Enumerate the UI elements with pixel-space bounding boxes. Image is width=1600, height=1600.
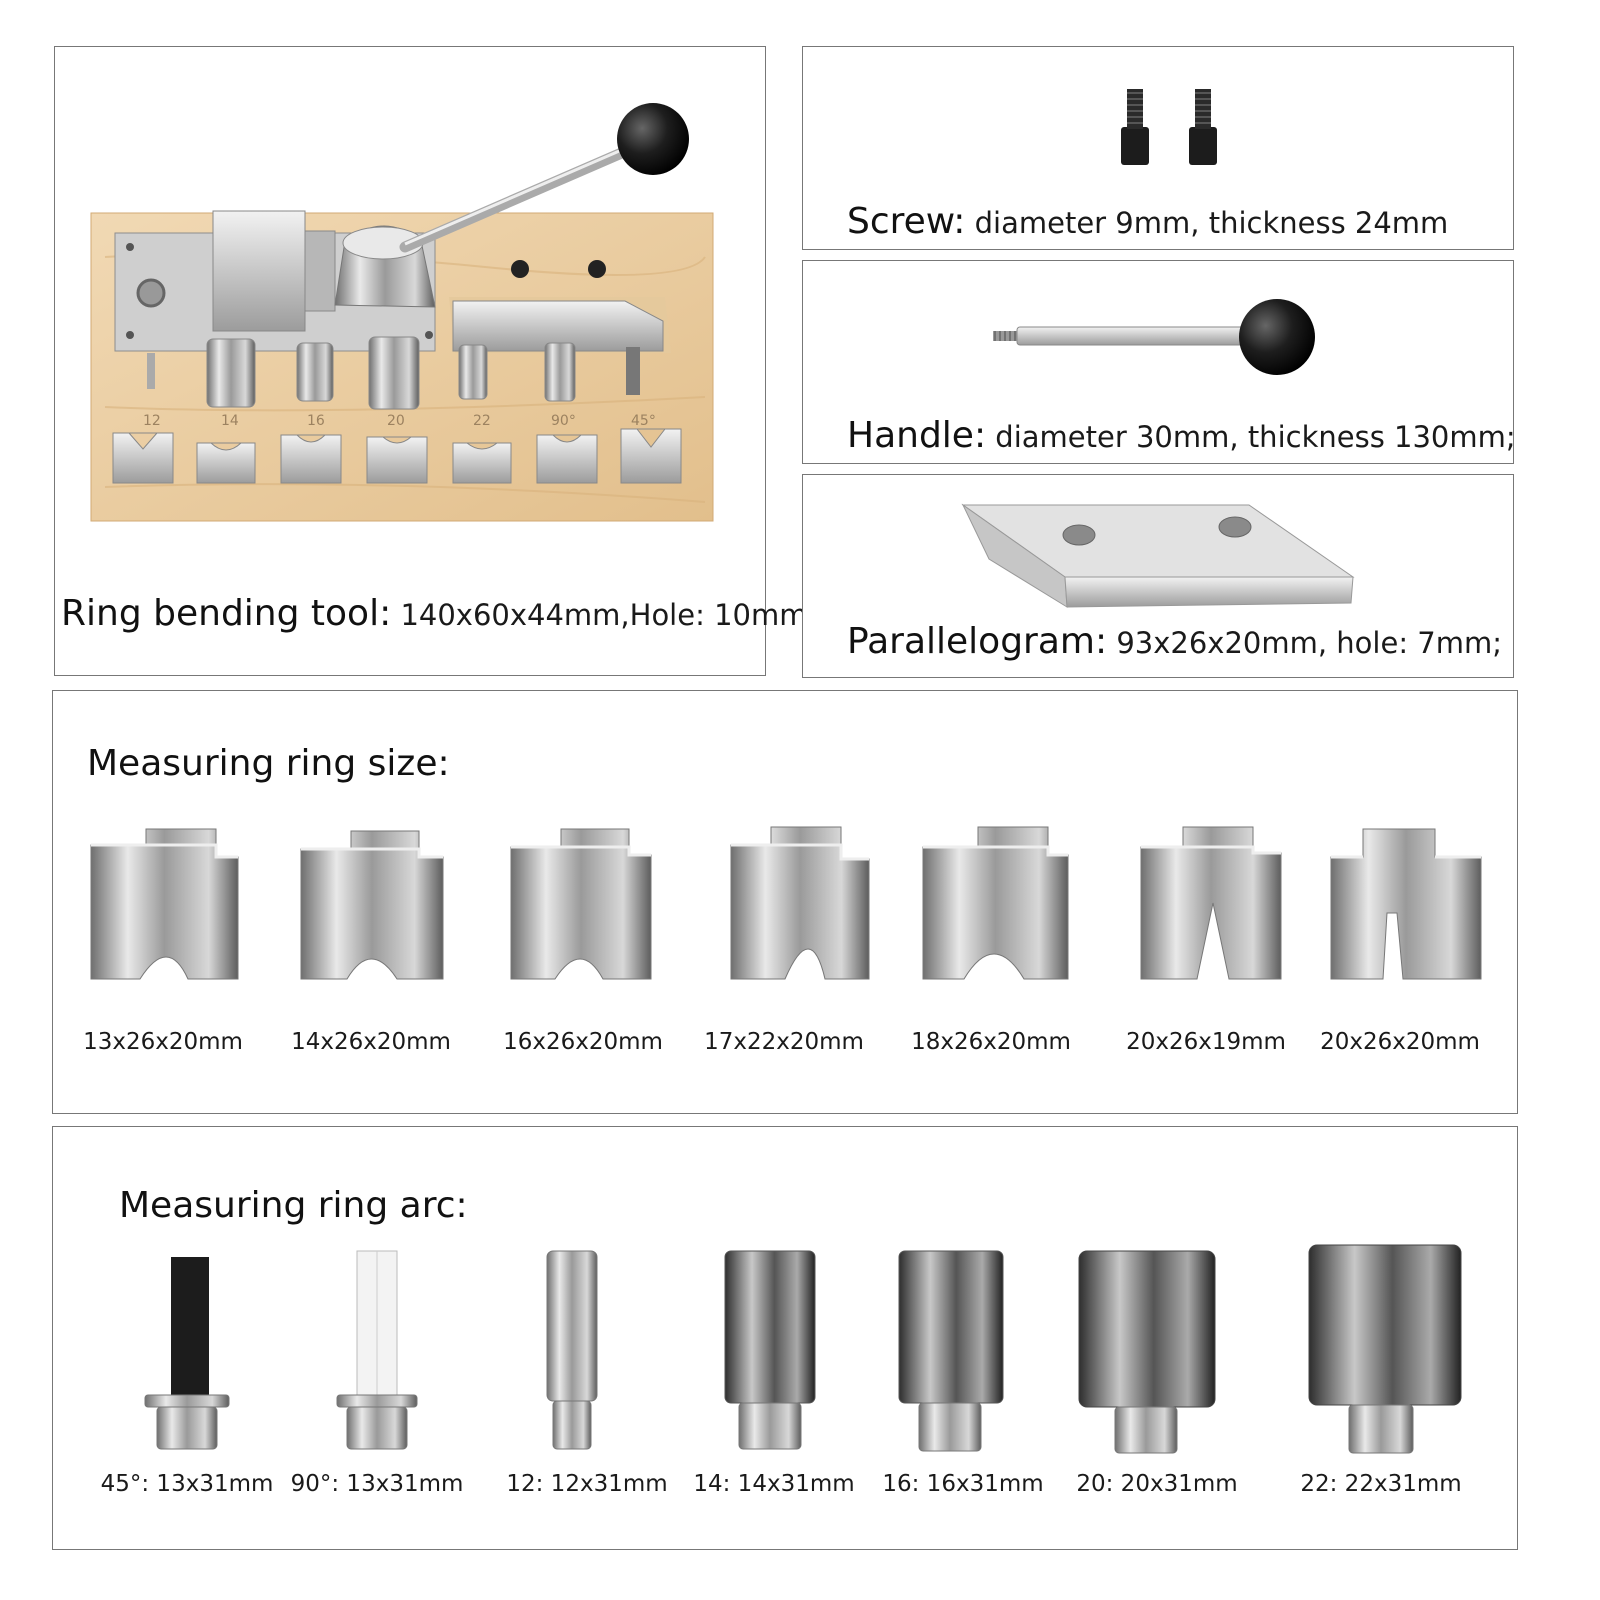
ring-size-block-5 [922, 826, 1069, 980]
parallelogram-spec: 93x26x20mm, hole: 7mm; [1116, 626, 1503, 660]
ring-arc-mandrel-20 [1078, 1250, 1216, 1454]
ring-size-block-3 [510, 828, 652, 980]
ring-size-block-4 [730, 826, 870, 980]
screw-panel: Screw: diameter 9mm, thickness 24mm [802, 46, 1514, 250]
ring-size-block-1 [90, 828, 239, 980]
ring-bending-tool-image: 12 14 16 20 22 90° 45° [90, 103, 714, 522]
board-mark-14: 14 [221, 413, 239, 429]
board-mark-20: 20 [387, 413, 405, 429]
board-mark-16: 16 [307, 413, 325, 429]
ring-arc-label-90: 90°: 13x31mm [290, 1471, 464, 1497]
ring-arc-mandrel-16 [898, 1250, 1004, 1452]
ring-arc-mandrel-14 [724, 1250, 816, 1450]
parallelogram-label: Parallelogram: [847, 621, 1108, 662]
ring-arc-mandrel-12 [546, 1250, 598, 1450]
ring-tool-label: Ring bending tool: [61, 593, 392, 634]
board-mark-12: 12 [143, 413, 161, 429]
handle-spec: diameter 30mm, thickness 130mm; [995, 420, 1516, 454]
ring-arc-mandrel-22 [1308, 1244, 1462, 1454]
handle-caption: Handle: diameter 30mm, thickness 130mm; [847, 415, 1516, 456]
handle-image [993, 299, 1315, 375]
screw-label: Screw: [847, 201, 966, 242]
ring-arc-label-22: 22: 22x31mm [1300, 1471, 1462, 1497]
ring-arc-title: Measuring ring arc: [119, 1185, 468, 1226]
ring-size-label-2: 14x26x20mm [291, 1029, 451, 1055]
parallelogram-panel: Parallelogram: 93x26x20mm, hole: 7mm; [802, 474, 1514, 678]
ring-arc-mandrel-90 [336, 1250, 418, 1450]
handle-label: Handle: [847, 415, 987, 456]
ring-size-block-7 [1330, 828, 1482, 980]
parallelogram-image [961, 503, 1355, 608]
ring-size-blocks [90, 826, 1482, 980]
ring-arc-label-14: 14: 14x31mm [693, 1471, 855, 1497]
ring-size-label-4: 17x22x20mm [704, 1029, 864, 1055]
ring-size-label-1: 13x26x20mm [83, 1029, 243, 1055]
ring-arc-mandrel-45 [144, 1257, 230, 1450]
ring-size-label-5: 18x26x20mm [911, 1029, 1071, 1055]
screw-spec: diameter 9mm, thickness 24mm [974, 206, 1449, 240]
board-mark-45: 45° [631, 413, 656, 429]
board-posts [147, 336, 640, 410]
ring-size-block-6 [1140, 826, 1282, 980]
ring-arc-label-45: 45°: 13x31mm [100, 1471, 274, 1497]
ring-size-panel: Measuring ring size: 1 [52, 690, 1518, 1114]
ring-size-title: Measuring ring size: [87, 743, 450, 784]
board-mark-22: 22 [473, 413, 491, 429]
ring-tool-caption: Ring bending tool: 140x60x44mm,Hole: 10m… [61, 593, 807, 634]
ring-tool-spec: 140x60x44mm,Hole: 10mm [400, 598, 808, 632]
screw-caption: Screw: diameter 9mm, thickness 24mm [847, 201, 1448, 242]
ring-arc-label-20: 20: 20x31mm [1076, 1471, 1238, 1497]
ring-size-label-3: 16x26x20mm [503, 1029, 663, 1055]
ring-arc-label-12: 12: 12x31mm [506, 1471, 668, 1497]
ring-size-block-2 [300, 830, 444, 980]
ring-arc-label-16: 16: 16x31mm [882, 1471, 1044, 1497]
ring-arc-panel: Measuring ring arc: [52, 1126, 1518, 1550]
board-blocks [112, 428, 682, 484]
parallelogram-caption: Parallelogram: 93x26x20mm, hole: 7mm; [847, 621, 1502, 662]
screw-image [1121, 89, 1217, 165]
ring-size-label-7: 20x26x20mm [1320, 1029, 1480, 1055]
board-mark-90: 90° [551, 413, 576, 429]
ring-size-label-6: 20x26x19mm [1126, 1029, 1286, 1055]
ring-arc-mandrels [144, 1244, 1462, 1454]
handle-panel: Handle: diameter 30mm, thickness 130mm; [802, 260, 1516, 464]
ring-tool-panel: 12 14 16 20 22 90° 45° Ring bending tool… [54, 46, 807, 676]
